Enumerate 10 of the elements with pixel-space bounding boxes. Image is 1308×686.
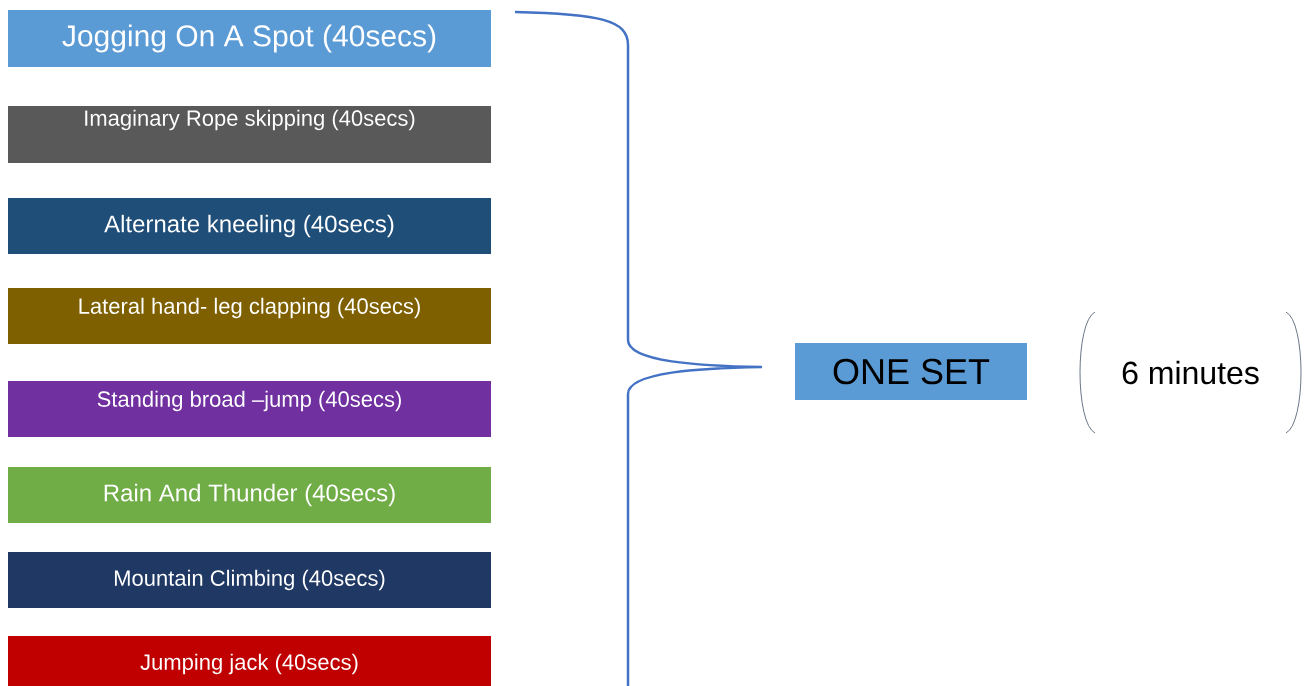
exercise-box: Jumping jack (40secs) xyxy=(8,636,491,686)
exercise-box: Rain And Thunder (40secs) xyxy=(8,467,491,523)
exercise-box: Mountain Climbing (40secs) xyxy=(8,552,491,608)
exercise-box: Jogging On A Spot (40secs) xyxy=(8,10,491,67)
duration-bracket: 6 minutes xyxy=(1079,311,1302,434)
exercise-box: Alternate kneeling (40secs) xyxy=(8,198,491,254)
exercise-box: ONE SET xyxy=(795,343,1027,400)
exercise-box: Lateral hand- leg clapping (40secs) xyxy=(8,288,491,344)
exercise-box: Imaginary Rope skipping (40secs) xyxy=(8,106,491,163)
exercise-box: Standing broad –jump (40secs) xyxy=(8,381,491,437)
